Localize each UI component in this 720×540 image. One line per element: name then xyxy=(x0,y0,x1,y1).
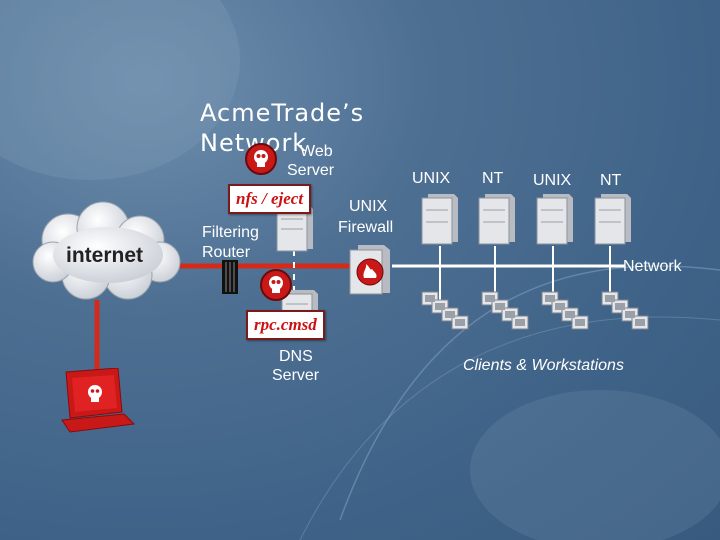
server-label-nt-2: NT xyxy=(600,172,622,189)
firewall-icon xyxy=(349,245,390,295)
clients-label: Clients & Workstations xyxy=(463,357,624,374)
internet-label: internet xyxy=(66,244,144,267)
internet-cloud-icon xyxy=(32,201,181,300)
server-label-nt-1: NT xyxy=(482,170,504,187)
server-icon xyxy=(594,194,631,245)
workstations-icon xyxy=(601,291,649,330)
server-icon xyxy=(421,194,458,245)
workstations-icon xyxy=(421,291,469,330)
server-icon xyxy=(478,194,515,245)
firewall-label: Firewall xyxy=(338,219,394,236)
dns-server-label: Server xyxy=(272,367,320,384)
attacker-computer-icon xyxy=(61,368,136,433)
network-label: Network xyxy=(623,258,682,275)
workstations-icon xyxy=(541,291,589,330)
exploit-callout-web: nfs / eject xyxy=(228,184,312,214)
workstations-icon xyxy=(481,291,529,330)
skull-icon xyxy=(260,269,292,301)
skull-icon xyxy=(245,143,277,175)
filtering-router-icon xyxy=(222,260,238,294)
web-server-icon xyxy=(276,205,313,252)
web-label: Web xyxy=(300,143,333,160)
server-icon xyxy=(536,194,573,245)
filtering-label: Filtering xyxy=(202,224,259,241)
router-label: Router xyxy=(202,244,251,261)
exploit-callout-dns: rpc.cmsd xyxy=(246,310,325,340)
dns-label: DNS xyxy=(279,348,313,365)
server-label-unix-2: UNIX xyxy=(533,172,572,189)
web-server-label: Server xyxy=(287,162,335,179)
server-label-unix-1: UNIX xyxy=(412,170,451,187)
unix-firewall-label: UNIX xyxy=(349,198,388,215)
